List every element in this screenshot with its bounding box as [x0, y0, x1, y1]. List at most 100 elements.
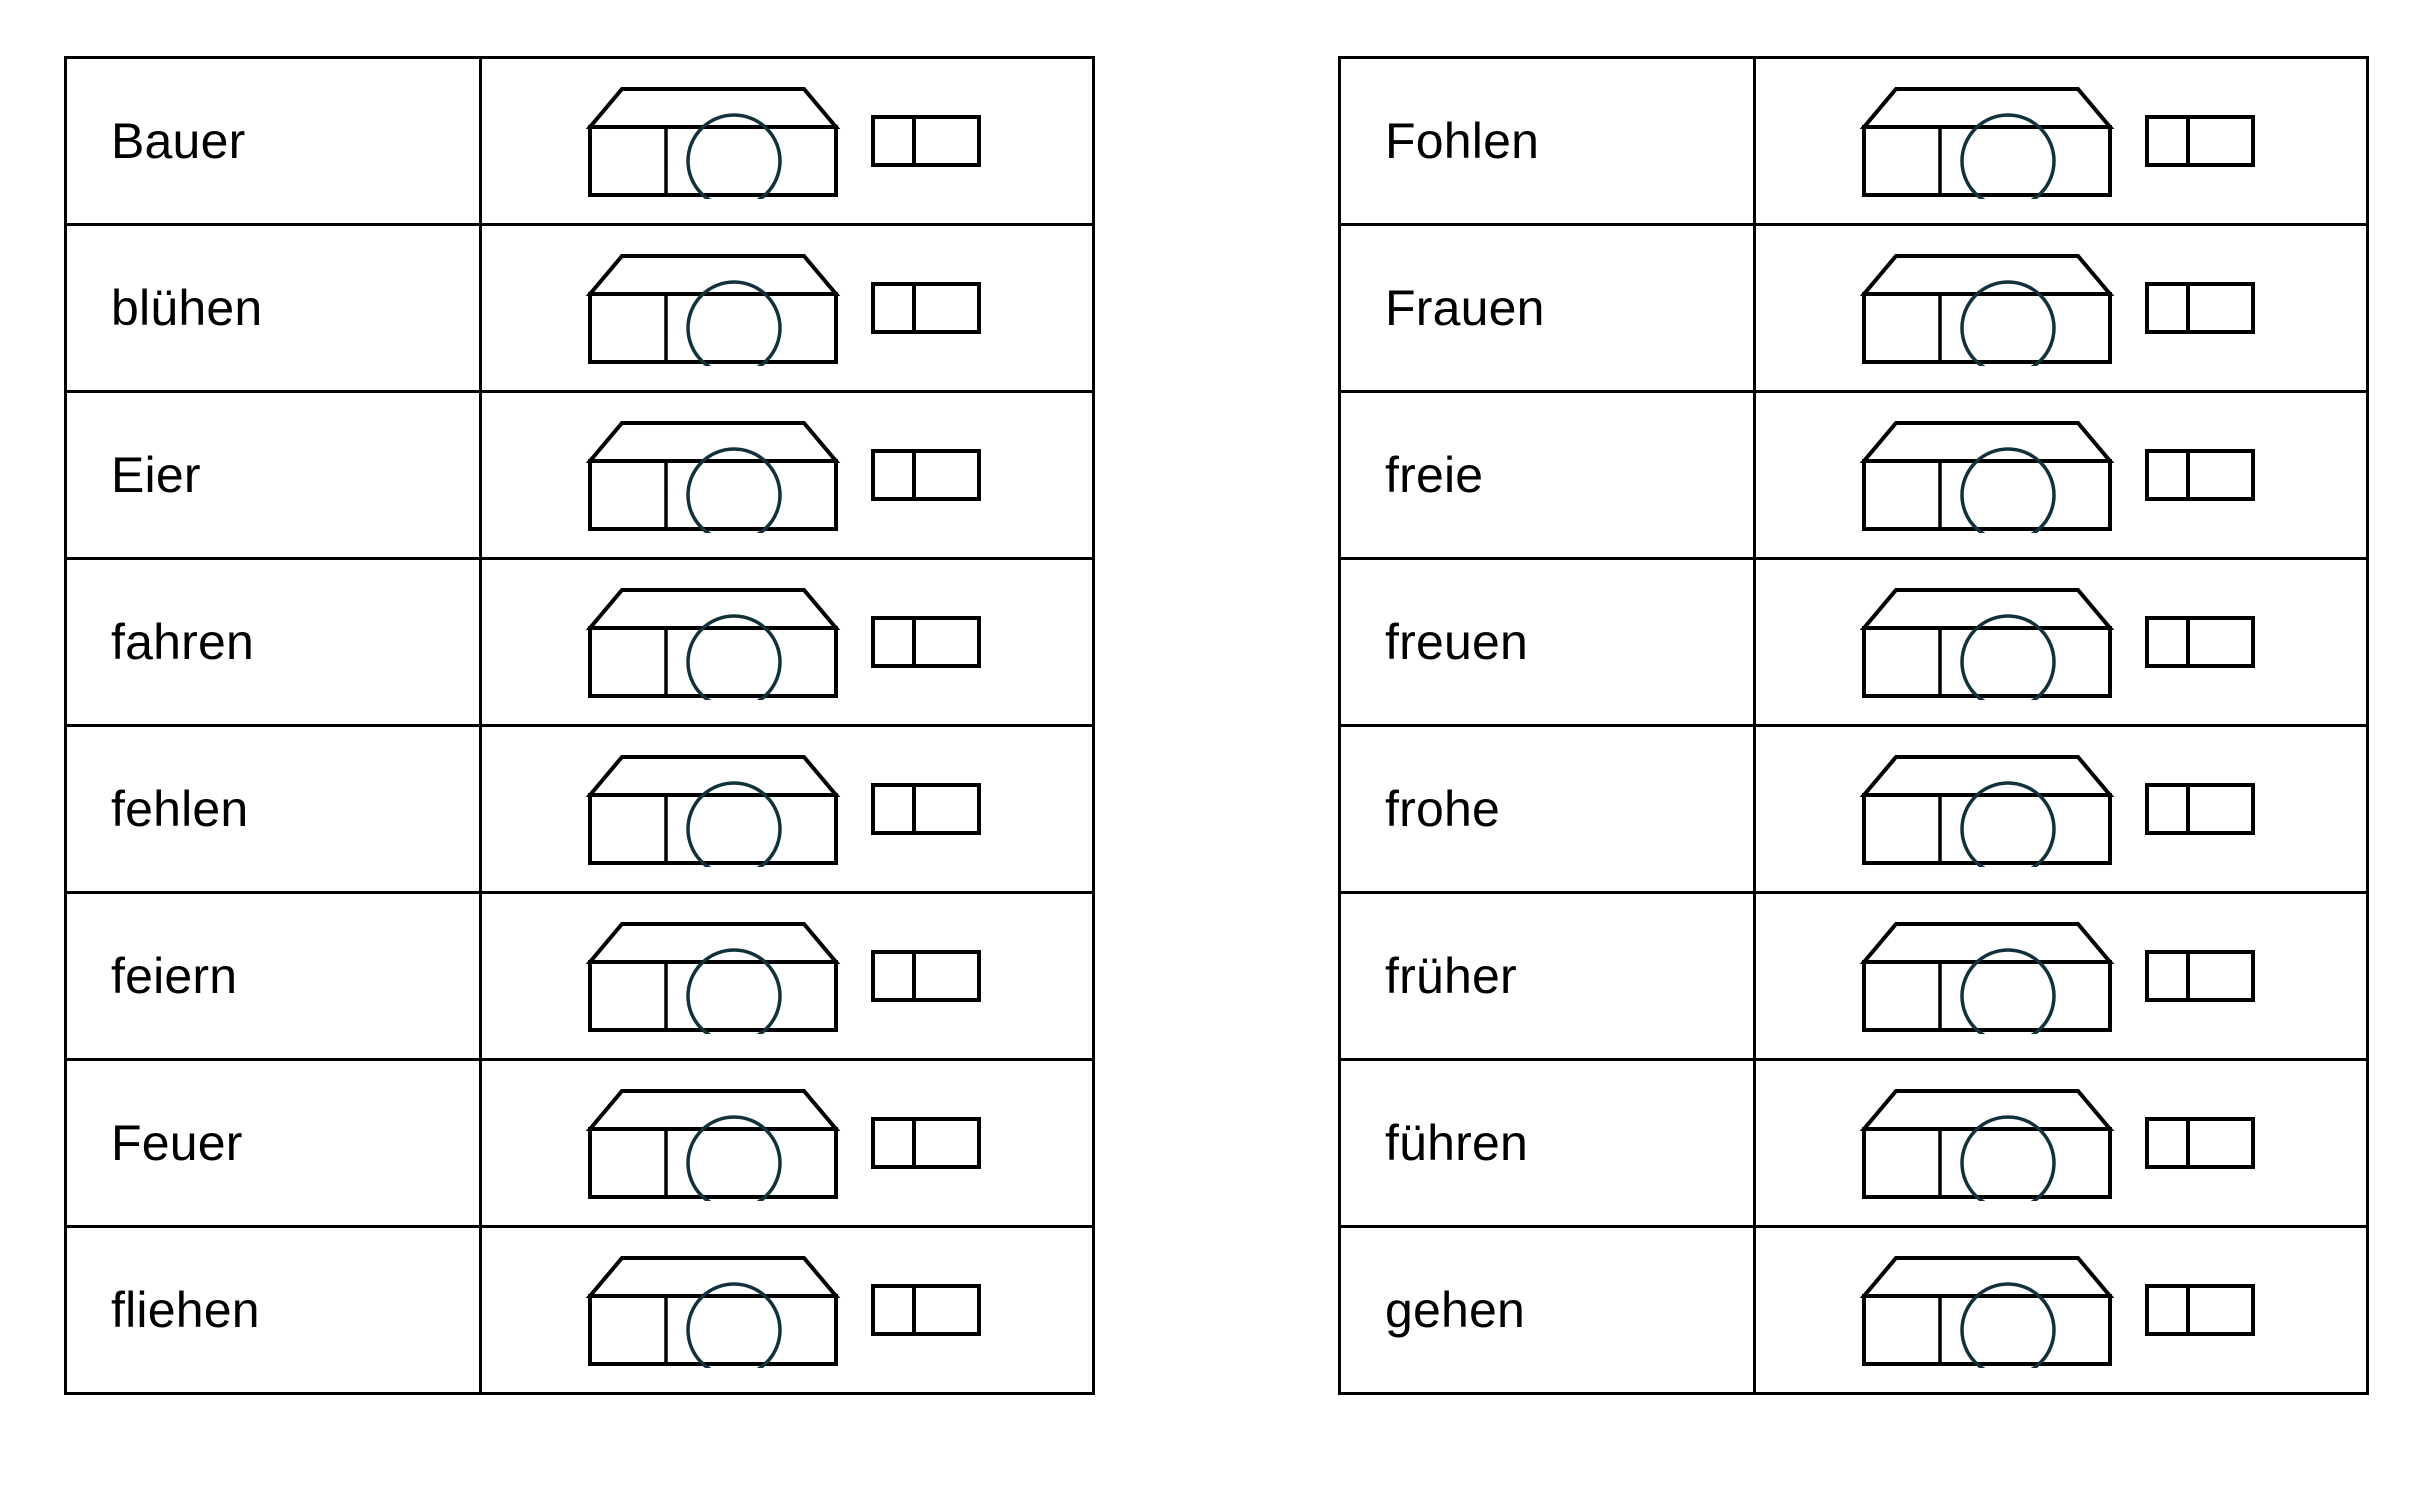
table-row: freuen [1338, 557, 2369, 727]
graphic-cell [1753, 1225, 2369, 1395]
syllable-house-graphic [482, 393, 1092, 557]
table-row: früher [1338, 891, 2369, 1061]
syllable-house-icon [1859, 922, 2115, 1034]
syllable-house-graphic [1756, 393, 2366, 557]
graphic-cell [479, 724, 1095, 894]
two-cell-box-icon [2145, 282, 2255, 334]
two-cell-box-icon [2145, 1117, 2255, 1169]
graphic-cell [1753, 891, 2369, 1061]
table-row: Bauer [64, 56, 1095, 226]
word-cell: frohe [1338, 724, 1756, 894]
graphic-cell [479, 223, 1095, 393]
table-row: gehen [1338, 1225, 2369, 1395]
graphic-cell [1753, 557, 2369, 727]
word-table-right: Fohlen [1338, 56, 2369, 1395]
syllable-house-graphic [482, 226, 1092, 390]
syllable-house-graphic [482, 727, 1092, 891]
table-row: Frauen [1338, 223, 2369, 393]
syllable-house-icon [585, 1089, 841, 1201]
two-cell-box-icon [2145, 115, 2255, 167]
graphic-cell [1753, 223, 2369, 393]
syllable-house-icon [585, 1256, 841, 1368]
syllable-house-icon [1859, 421, 2115, 533]
word-cell: freuen [1338, 557, 1756, 727]
syllable-house-icon [585, 421, 841, 533]
graphic-cell [1753, 56, 2369, 226]
word-cell: fehlen [64, 724, 482, 894]
syllable-house-graphic [1756, 59, 2366, 223]
table-row: frohe [1338, 724, 2369, 894]
syllable-house-graphic [1756, 226, 2366, 390]
two-cell-box-icon [871, 783, 981, 835]
table-row: Feuer [64, 1058, 1095, 1228]
syllable-house-graphic [1756, 1228, 2366, 1392]
word-cell: blühen [64, 223, 482, 393]
table-body-right: Fohlen [1338, 56, 2369, 1395]
syllable-house-graphic [1756, 727, 2366, 891]
two-cell-box-icon [2145, 950, 2255, 1002]
word-cell: fliehen [64, 1225, 482, 1395]
graphic-cell [479, 1058, 1095, 1228]
word-cell: feiern [64, 891, 482, 1061]
word-cell: freie [1338, 390, 1756, 560]
syllable-house-icon [585, 755, 841, 867]
syllable-house-graphic [482, 894, 1092, 1058]
syllable-house-graphic [1756, 560, 2366, 724]
syllable-house-graphic [1756, 894, 2366, 1058]
word-cell: gehen [1338, 1225, 1756, 1395]
word-cell: Fohlen [1338, 56, 1756, 226]
table-row: Eier [64, 390, 1095, 560]
syllable-house-icon [1859, 1089, 2115, 1201]
two-cell-box-icon [2145, 616, 2255, 668]
syllable-house-graphic [482, 59, 1092, 223]
table-row: freie [1338, 390, 2369, 560]
syllable-house-graphic [482, 560, 1092, 724]
word-cell: Bauer [64, 56, 482, 226]
word-cell: führen [1338, 1058, 1756, 1228]
word-cell: fahren [64, 557, 482, 727]
graphic-cell [1753, 1058, 2369, 1228]
two-cell-box-icon [2145, 449, 2255, 501]
graphic-cell [1753, 724, 2369, 894]
table-row: blühen [64, 223, 1095, 393]
graphic-cell [1753, 390, 2369, 560]
syllable-house-graphic [482, 1228, 1092, 1392]
graphic-cell [479, 1225, 1095, 1395]
syllable-house-icon [585, 254, 841, 366]
table-row: fehlen [64, 724, 1095, 894]
two-cell-box-icon [871, 449, 981, 501]
word-cell: früher [1338, 891, 1756, 1061]
graphic-cell [479, 557, 1095, 727]
graphic-cell [479, 390, 1095, 560]
two-cell-box-icon [871, 1284, 981, 1336]
syllable-house-icon [585, 922, 841, 1034]
two-cell-box-icon [871, 616, 981, 668]
two-cell-box-icon [871, 282, 981, 334]
syllable-house-icon [1859, 588, 2115, 700]
two-cell-box-icon [871, 115, 981, 167]
syllable-house-graphic [1756, 1061, 2366, 1225]
syllable-house-icon [1859, 254, 2115, 366]
graphic-cell [479, 891, 1095, 1061]
word-cell: Frauen [1338, 223, 1756, 393]
table-row: fahren [64, 557, 1095, 727]
syllable-house-icon [1859, 1256, 2115, 1368]
table-row: fliehen [64, 1225, 1095, 1395]
two-cell-box-icon [2145, 1284, 2255, 1336]
two-cell-box-icon [871, 950, 981, 1002]
word-cell: Feuer [64, 1058, 482, 1228]
table-row: feiern [64, 891, 1095, 1061]
table-row: führen [1338, 1058, 2369, 1228]
syllable-house-icon [1859, 755, 2115, 867]
word-cell: Eier [64, 390, 482, 560]
syllable-house-icon [1859, 87, 2115, 199]
table-body-left: Bauer [64, 56, 1095, 1395]
two-cell-box-icon [871, 1117, 981, 1169]
graphic-cell [479, 56, 1095, 226]
syllable-house-icon [585, 588, 841, 700]
syllable-house-icon [585, 87, 841, 199]
syllable-house-graphic [482, 1061, 1092, 1225]
word-table-left: Bauer [64, 56, 1095, 1395]
table-row: Fohlen [1338, 56, 2369, 226]
